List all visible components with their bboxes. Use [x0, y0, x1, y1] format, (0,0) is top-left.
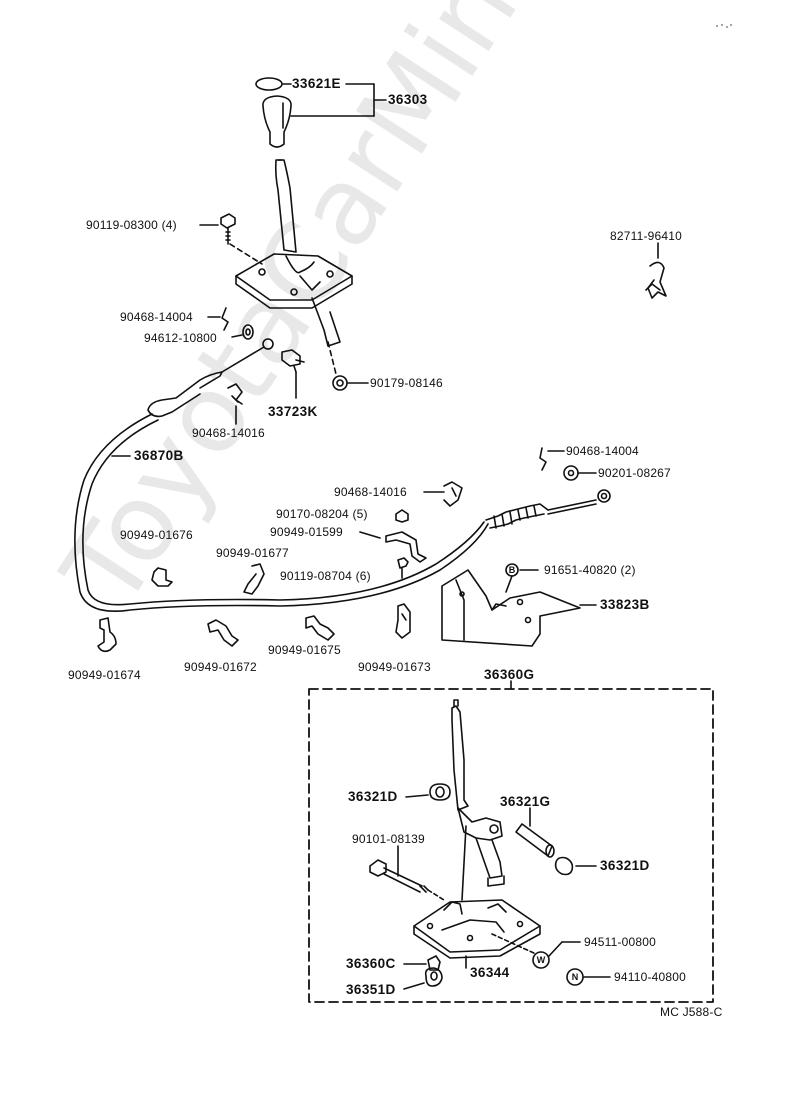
washer-94612-10800	[242, 324, 254, 340]
label-33723K: 33723K	[268, 404, 318, 419]
label-90949-01677: 90949-01677	[216, 546, 289, 560]
washer-90201-08267	[563, 465, 579, 481]
upper-shift-lever	[274, 159, 297, 253]
symbol-w: W	[537, 955, 546, 965]
label-33823B: 33823B	[600, 597, 650, 612]
bracket-33823B	[441, 569, 581, 647]
clamp-90949-01675	[305, 615, 335, 641]
clip-90468-14004-upper	[221, 307, 229, 331]
knob-emblem-33621E	[255, 77, 283, 91]
lower-shift-lever	[451, 699, 505, 901]
label-90949-01672: 90949-01672	[184, 660, 257, 674]
label-90949-01673: 90949-01673	[358, 660, 431, 674]
label-36870B: 36870B	[134, 448, 184, 463]
bolt-90119-08704	[397, 557, 409, 579]
bolt-90101-08139	[369, 859, 429, 893]
label-90468-14016-upper: 90468-14016	[192, 426, 265, 440]
bolt-90119-08300	[220, 213, 236, 245]
label-90119-08300: 90119-08300 (4)	[86, 218, 177, 232]
label-90170-08204: 90170-08204 (5)	[276, 507, 368, 521]
label-94511-00800: 94511-00800	[584, 935, 657, 949]
clamp-90949-01599	[385, 531, 427, 563]
clamp-90949-01672	[207, 619, 239, 647]
label-90468-14004-lower: 90468-14004	[566, 444, 639, 458]
lever-base-plate	[235, 253, 353, 347]
label-36351D: 36351D	[346, 982, 396, 997]
clamp-90949-01674	[97, 617, 117, 653]
label-94612-10800: 94612-10800	[144, 331, 217, 345]
label-90201-08267: 90201-08267	[598, 466, 671, 480]
clip-90468-14016-upper	[227, 383, 243, 405]
bush-36351D	[424, 967, 443, 987]
label-36360G: 36360G	[484, 667, 535, 682]
label-90468-14004-upper: 90468-14004	[120, 310, 193, 324]
label-90119-08704: 90119-08704 (6)	[280, 569, 371, 583]
clamp-90949-01673	[395, 603, 411, 639]
label-90949-01599: 90949-01599	[270, 525, 343, 539]
bushing-36321D-right	[554, 856, 574, 876]
base-plate-36344	[413, 899, 541, 959]
label-36360C: 36360C	[346, 956, 396, 971]
pin-33723K	[281, 349, 305, 373]
diagram-code: MC J588-C	[660, 1005, 723, 1019]
shift-cable-36870B	[74, 338, 611, 612]
label-90949-01674: 90949-01674	[68, 668, 141, 682]
label-90179-08146: 90179-08146	[370, 376, 443, 390]
label-33621E: 33621E	[292, 76, 341, 91]
label-91651-40820: 91651-40820 (2)	[544, 563, 636, 577]
nut-90179-08146	[332, 375, 348, 391]
clamp-90949-01676	[151, 567, 173, 587]
clip-90468-14004-lower	[539, 447, 547, 471]
label-36344: 36344	[470, 965, 510, 980]
label-82711-96410: 82711-96410	[610, 229, 683, 243]
label-90101-08139: 90101-08139	[352, 832, 425, 846]
label-36303: 36303	[388, 92, 428, 107]
symbol-n: N	[572, 972, 579, 982]
label-90468-14016-lower: 90468-14016	[334, 485, 407, 499]
clip-90468-14016-lower	[443, 481, 463, 507]
label-90949-01675: 90949-01675	[268, 643, 341, 657]
shift-knob-36303	[262, 95, 292, 148]
nut-90170-08204	[395, 509, 409, 523]
label-36321D-upper: 36321D	[348, 789, 398, 804]
bushing-36321D-upper	[429, 783, 451, 801]
label-36321D-right: 36321D	[600, 858, 650, 873]
symbol-b: B	[509, 565, 516, 575]
clamp-90949-01677	[243, 563, 265, 595]
label-94110-40800: 94110-40800	[614, 970, 687, 984]
label-90949-01676: 90949-01676	[120, 528, 193, 542]
bushing-36321G	[515, 823, 555, 858]
clip-82711-96410	[645, 261, 667, 299]
label-36321G: 36321G	[500, 794, 551, 809]
